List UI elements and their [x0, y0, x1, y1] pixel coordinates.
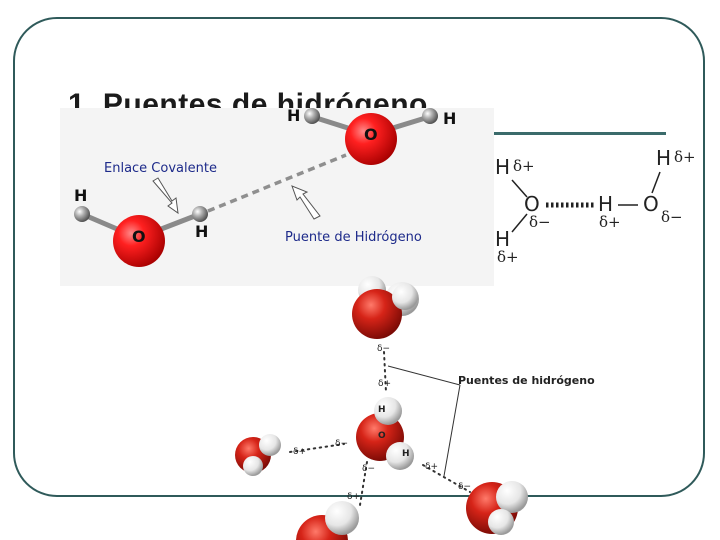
formula-o-right: O [643, 192, 659, 216]
formula-delta-minus-o: δ− [529, 213, 551, 231]
hydrogen-bond-dashed-line [207, 153, 347, 213]
atom-label-h-left: H [74, 186, 88, 205]
hbond-arrow-icon [291, 185, 321, 220]
structural-formula-bonds [511, 171, 661, 233]
delta-left-minus: δ− [335, 439, 349, 449]
water-molecule-center-3d [356, 397, 414, 470]
caption-leader-lines [387, 365, 461, 477]
cluster-dotted-bonds [289, 351, 471, 506]
cluster-atom-o: O [378, 431, 386, 441]
delta-left-plus: δ+ [293, 447, 307, 457]
formula-h-upper: H [495, 155, 511, 179]
covalent-arrow-icon [152, 177, 179, 215]
delta-right-plus: δ+ [425, 462, 439, 472]
formula-delta-plus-lower: δ+ [497, 248, 519, 266]
water-molecule-bottom-3d [296, 501, 359, 540]
slide-frame [13, 17, 705, 497]
formula-h-right-top: H [656, 146, 672, 170]
atom-label-h-top-left: H [287, 106, 301, 125]
hydrogen-bond-label: Puente de Hidrógeno [285, 230, 422, 245]
cluster-atom-h1: H [378, 405, 386, 415]
delta-top-plus: δ+ [378, 379, 392, 389]
water-molecule-left [74, 206, 208, 267]
water-molecule-top [304, 108, 438, 165]
water-molecule-left-3d [235, 434, 281, 476]
formula-delta-plus-right: δ+ [674, 148, 696, 166]
delta-bottom-minus: δ− [362, 464, 376, 474]
formula-o-left: O [524, 192, 540, 216]
atom-label-h-top-right: H [443, 109, 457, 128]
delta-top-minus: δ− [377, 344, 391, 354]
formula-h-middle: H [598, 192, 614, 216]
covalent-bond-label: Enlace Covalente [104, 161, 217, 176]
atom-label-o-top: O [364, 125, 378, 144]
delta-bottom-plus: δ+ [347, 492, 361, 502]
hydrogen-bonds-caption: Puentes de hidrógeno [458, 374, 595, 387]
atom-label-h-bond: H [195, 222, 209, 241]
atom-label-o-left: O [132, 227, 146, 246]
formula-delta-plus-upper: δ+ [513, 157, 535, 175]
water-molecule-upper-3d [352, 276, 419, 339]
water-cluster-3d [235, 276, 528, 540]
cluster-atom-h2: H [402, 449, 410, 459]
water-molecule-right-3d [466, 481, 528, 535]
formula-delta-minus-right: δ− [661, 208, 683, 226]
formula-delta-plus-mid: δ+ [599, 213, 621, 231]
formula-h-lower: H [495, 227, 511, 251]
delta-right-minus: δ− [458, 482, 472, 492]
